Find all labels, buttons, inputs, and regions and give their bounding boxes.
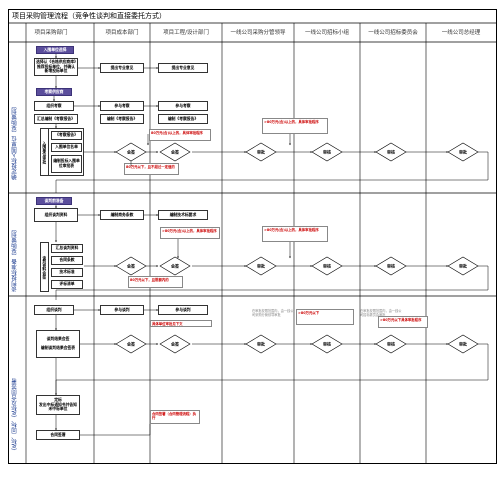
lane3-decision-diamond[interactable] [115, 334, 147, 354]
select-bidders-box[interactable]: 选择认《合格供应商库》推荐投标单位，并确认新增投标单位 [34, 58, 78, 76]
lane1-note-b: 80万元以下，且不超过一定值的 [124, 163, 179, 175]
column-header-engineering: 项目工程/设计部门 [163, 30, 209, 36]
lane2-decision-diamond[interactable] [245, 256, 277, 276]
tech-standard-item[interactable]: 技术标准 [51, 268, 83, 277]
lane2-decision-label: 审核 [387, 263, 395, 269]
eng-join-inspection-box[interactable]: 参与考察 [158, 101, 208, 111]
lane2-decision-diamond[interactable] [115, 256, 147, 276]
contract-sign-box[interactable]: 合同签署 [36, 430, 80, 440]
lane1-note-a: 80万元(含)以上的，具体审批程序 [149, 129, 211, 141]
lane2-decision-diamond[interactable] [375, 256, 407, 276]
eng-join-negotiation-box[interactable]: 参与谈判 [158, 305, 208, 315]
lane1-header: 入围单位选择 [36, 46, 74, 54]
commercial-terms-box[interactable]: 编制商务条款 [100, 210, 144, 220]
lane1-sub-header: 考察供应商 [36, 88, 72, 96]
bidder-approval-vertical-label: 入围单位审批 [40, 128, 49, 176]
lane1-decision-diamond[interactable] [447, 142, 479, 162]
lane1-decision-label: 审核 [323, 149, 331, 155]
lane2-vertical-label: 谈判资料会签 [40, 242, 49, 292]
lane1-decision-label: 会签 [171, 149, 180, 155]
column-header-leader: 一线公司采购分管领导 [230, 30, 286, 36]
faint-note-b: 在审批权限范围内，由一线公司招标委员会审批 [360, 309, 402, 317]
prepare-materials-box[interactable]: 组织谈判资料 [34, 208, 78, 222]
lane3-note-b: >80万元以下 [296, 309, 354, 325]
lane3-decision-label: 审核 [387, 341, 395, 347]
lane2-decision-label: 会签 [171, 263, 180, 269]
page-title: 项目采购管理流程（竞争性谈判和直接委托方式） [12, 12, 166, 20]
lane3-decision-label: 会签 [127, 341, 136, 347]
lane2-decision-diamond[interactable] [311, 256, 343, 276]
lane2-decision-label: 会签 [127, 263, 136, 269]
column-header-procurement: 项目采购部门 [34, 30, 68, 36]
lane2-decision-label: 审批 [257, 263, 265, 269]
lane3-decision-label: 审批 [459, 341, 467, 347]
lane1-decision-diamond[interactable] [115, 142, 147, 162]
cost-opinion-box[interactable]: 提出专业意见 [100, 63, 144, 73]
lane3-note-a: 具体单位审批见下文 [150, 320, 212, 327]
lane1-decision-diamond[interactable] [159, 142, 191, 162]
lane2-note-b: 80万元以下，且限额内的 [128, 276, 183, 288]
summary-report-box[interactable]: 汇总编制《考察报告》 [34, 114, 78, 124]
eng-report-box[interactable]: 编制《考察报告》 [158, 114, 208, 124]
flowchart-frame [8, 9, 497, 464]
compile-result-label[interactable]: 编制谈判结果会签表 [40, 345, 76, 350]
summary-materials-item[interactable]: 汇总谈判资料 [51, 244, 83, 253]
lane1-decision-label: 审批 [459, 149, 467, 155]
eng-opinion-box[interactable]: 提出专业意见 [158, 63, 208, 73]
inspection-report-item[interactable]: 《考察报告》 [51, 131, 82, 140]
organize-negotiation-box[interactable]: 组织谈判 [34, 305, 74, 315]
negotiation-result-label[interactable]: 谈判结果会签 [46, 336, 70, 342]
lane1-decision-diamond[interactable] [311, 142, 343, 162]
lane2-note-a: >80万元(含)以上的，具体审批程序 [160, 227, 220, 239]
compile-approval-table-item[interactable]: 编制投标入围单位审批表 [51, 155, 82, 173]
bidder-list-item[interactable]: 入围单位名单 [51, 143, 82, 152]
column-header-bid-committee: 一线公司招标委员会 [368, 30, 418, 36]
faint-note-a: 在审批权限范围内，由一线公司采购分管领导审批 [252, 309, 294, 317]
contract-note: 合同签署（合同管理流程）执行 [150, 410, 200, 424]
lane3-decision-diamond[interactable] [159, 334, 191, 354]
lane3-decision-diamond[interactable] [375, 334, 407, 354]
column-header-bid-group: 一线公司招标小组 [304, 30, 349, 36]
organize-inspection-box[interactable]: 组织考察 [34, 101, 74, 111]
decision-diamonds: 会签会签审批审核审核审批会签会签审批审核审核审批会签会签审批审核审核审批 [115, 142, 479, 354]
lane1-decision-label: 审批 [257, 149, 265, 155]
cost-join-inspection-box[interactable]: 参与考察 [100, 101, 144, 111]
lane2-decision-diamond[interactable] [159, 256, 191, 276]
contract-terms-item[interactable]: 合同条款 [51, 256, 83, 265]
lane3-decision-diamond[interactable] [311, 334, 343, 354]
lane3-decision-label: 审核 [323, 341, 331, 347]
award-group: 定标 发出中标通知书并告知未中标单位 [36, 395, 80, 415]
cost-report-box[interactable]: 编制《考察报告》 [100, 114, 144, 124]
award-label[interactable]: 定标 [54, 397, 62, 403]
lane2-header: 谈判前准备 [36, 197, 72, 205]
lane1-note-c: >80万元(含)以上的，具体审批程序 [262, 118, 328, 134]
lane2-decision-label: 审核 [323, 263, 331, 269]
lane1-decision-label: 审核 [387, 149, 395, 155]
lane3-decision-label: 审批 [257, 341, 265, 347]
lane2-decision-label: 审批 [459, 263, 467, 269]
lane3-note-c: >80万元以下具体审批程序 [378, 316, 428, 328]
lane1-decision-label: 会签 [127, 149, 136, 155]
bid-list-item[interactable]: 评标清单 [51, 280, 83, 289]
lane1-decision-diamond[interactable] [245, 142, 277, 162]
lane3-decision-diamond[interactable] [447, 334, 479, 354]
lane1-decision-diamond[interactable] [375, 142, 407, 162]
tech-requirements-box[interactable]: 编制技术标要求 [158, 210, 208, 220]
notify-label[interactable]: 发出中标通知书并告知未中标单位 [39, 401, 77, 412]
lane2-note-c: >80万元(含)以上的，具体审批程序 [262, 226, 328, 242]
lane2-decision-diamond[interactable] [447, 256, 479, 276]
lane3-decision-label: 会签 [171, 341, 180, 347]
lane3-decision-diamond[interactable] [245, 334, 277, 354]
negotiation-result-group: 谈判结果会签 编制谈判结果会签表 [36, 330, 80, 358]
column-header-gm: 一线公司总经理 [441, 30, 481, 36]
column-header-cost: 项目成本部门 [105, 30, 139, 36]
cost-join-negotiation-box[interactable]: 参与谈判 [100, 305, 144, 315]
